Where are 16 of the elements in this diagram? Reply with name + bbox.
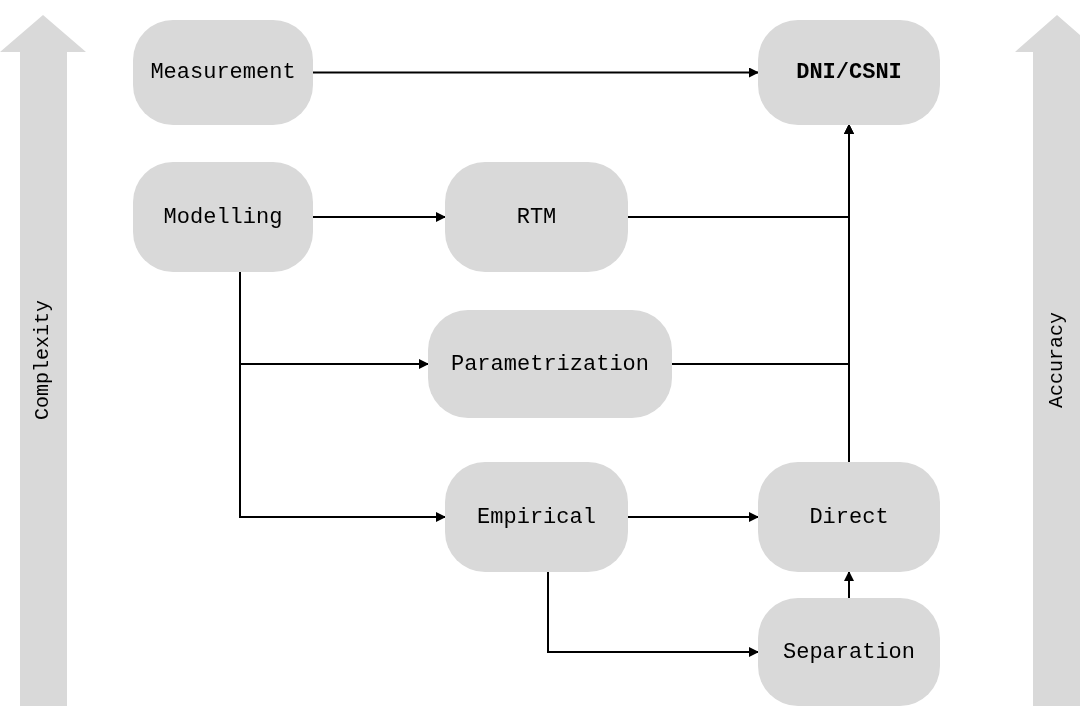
process-box: Modelling — [133, 162, 313, 272]
process-box: DNI/CSNI — [758, 20, 940, 125]
arrow — [547, 571, 759, 657]
arrow — [627, 512, 759, 522]
process-box: Direct — [758, 462, 940, 572]
axis-label: Accuracy — [1044, 312, 1069, 408]
process-box: Measurement — [133, 20, 313, 125]
process-box: RTM — [445, 162, 628, 272]
process-box: Separation — [758, 598, 940, 706]
arrow — [312, 212, 446, 222]
arrow — [312, 67, 759, 78]
arrow — [844, 124, 854, 463]
axis-label: Complexity — [30, 300, 55, 420]
process-box: Parametrization — [428, 310, 672, 418]
process-box: Empirical — [445, 462, 628, 572]
arrow — [844, 571, 854, 599]
